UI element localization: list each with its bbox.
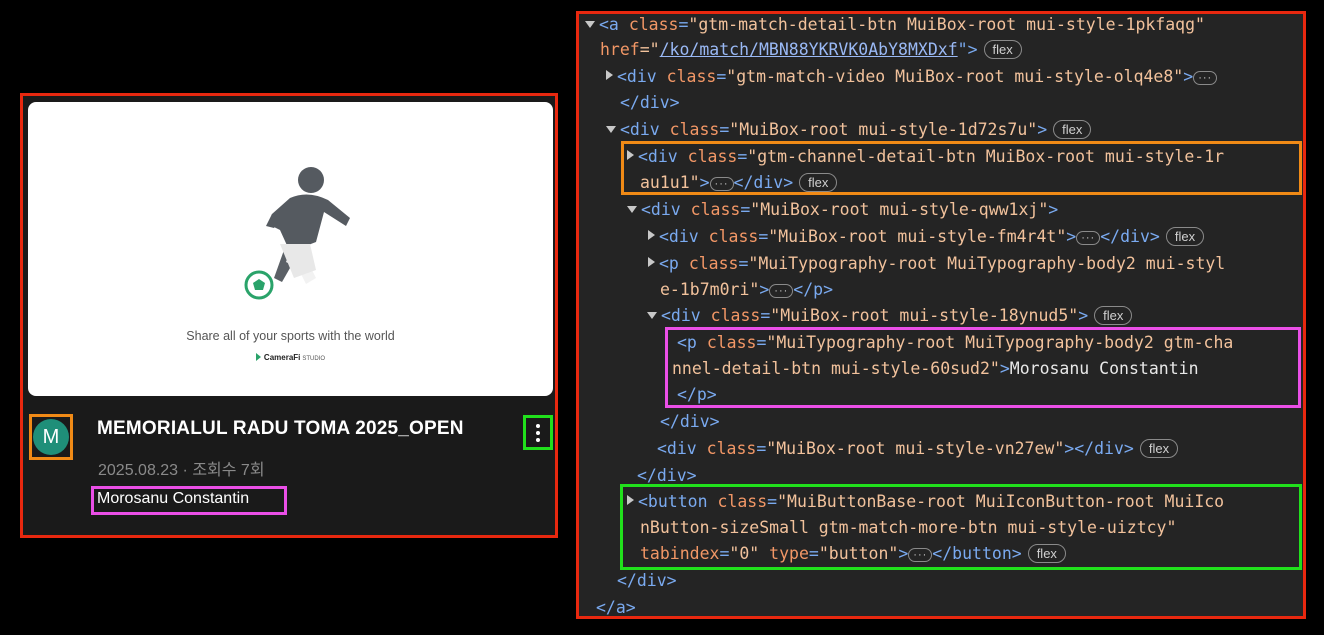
channel-name[interactable]: Morosanu Constantin: [97, 490, 250, 507]
dom-close-div: </div>: [660, 412, 720, 431]
camerafi-logo-icon: [255, 353, 261, 361]
ellipsis-badge[interactable]: ···: [1193, 71, 1218, 85]
dom-node-channel-detail[interactable]: <div class="gtm-channel-detail-btn MuiBo…: [627, 147, 1224, 167]
channel-avatar[interactable]: M: [33, 419, 69, 455]
soccer-player-illustration: [244, 167, 350, 300]
dom-node-channel-detail-cont: au1u1">···</div>flex: [640, 173, 838, 193]
more-vertical-icon: [536, 437, 540, 442]
card-highlight: [20, 93, 558, 538]
dom-node-more-button-cont: nButton-sizeSmall gtm-match-more-btn mui…: [640, 518, 1177, 537]
expand-triangle-icon[interactable]: [648, 257, 655, 267]
dom-node-box-18ynud5[interactable]: <div class="MuiBox-root mui-style-18ynud…: [647, 306, 1133, 326]
collapse-triangle-icon[interactable]: [647, 312, 657, 319]
more-options-button[interactable]: [526, 418, 550, 447]
ellipsis-badge[interactable]: ···: [1076, 231, 1101, 245]
flex-badge[interactable]: flex: [1094, 306, 1133, 325]
dom-node-more-button-attrs: tabindex="0" type="button">···</button>f…: [640, 544, 1066, 564]
match-meta: 2025.08.23 · 조회수 7회: [98, 456, 265, 480]
href-link[interactable]: /ko/match/MBN88YKRVK0AbY8MXDxf: [659, 40, 958, 59]
channel-name-node-highlight: [665, 327, 1301, 408]
flex-badge[interactable]: flex: [1139, 439, 1179, 458]
match-thumbnail[interactable]: Share all of your sports with the world …: [28, 102, 553, 396]
dom-node-match-video[interactable]: <div class="gtm-match-video MuiBox-root …: [606, 67, 1218, 87]
channel-avatar-highlight: [29, 414, 73, 460]
dom-node-channel-name-cont: nnel-detail-btn mui-style-60sud2">Morosa…: [672, 359, 1199, 378]
dom-node-channel-name-p[interactable]: <p class="MuiTypography-root MuiTypograp…: [677, 333, 1234, 352]
flex-badge[interactable]: flex: [1027, 544, 1066, 563]
ellipsis-badge[interactable]: ···: [769, 284, 794, 298]
match-title[interactable]: MEMORIALUL RADU TOMA 2025_OPEN: [97, 418, 464, 439]
devtools-elements-panel: <a class="gtm-match-detail-btn MuiBox-ro…: [576, 11, 1306, 619]
dom-node-a[interactable]: <a class="gtm-match-detail-btn MuiBox-ro…: [585, 15, 1205, 35]
more-button-node-highlight: [620, 484, 1302, 570]
dom-node-box-fm4r4t[interactable]: <div class="MuiBox-root mui-style-fm4r4t…: [648, 227, 1205, 247]
flex-badge[interactable]: flex: [799, 173, 838, 192]
dom-attr-href[interactable]: href="/ko/match/MBN88YKRVK0AbY8MXDxf">fl…: [600, 40, 1022, 60]
thumbnail-tagline: Share all of your sports with the world: [186, 329, 395, 343]
dom-close-div: </div>: [617, 571, 677, 590]
dom-node-box-vn27ew[interactable]: <div class="MuiBox-root mui-style-vn27ew…: [657, 439, 1179, 459]
view-count: 조회수 7회: [192, 462, 265, 479]
brand-suffix: STUDIO: [302, 356, 326, 362]
dom-node-typography-cont: e-1b7m0ri">···</p>: [660, 280, 834, 299]
dom-close-div: </div>: [620, 93, 680, 112]
more-vertical-icon: [536, 430, 540, 435]
expand-triangle-icon[interactable]: [627, 150, 634, 160]
dom-close-p: </p>: [677, 385, 717, 404]
flex-badge[interactable]: flex: [983, 40, 1022, 59]
ellipsis-badge[interactable]: ···: [709, 177, 734, 191]
expand-triangle-icon[interactable]: [606, 70, 613, 80]
meta-separator: ·: [182, 462, 188, 479]
collapse-triangle-icon[interactable]: [585, 21, 595, 28]
more-button-highlight: [523, 415, 553, 450]
dom-text-channel-name[interactable]: Morosanu Constantin: [1009, 359, 1199, 378]
channel-detail-node-highlight: [621, 141, 1302, 195]
dom-close-div: </div>: [637, 466, 697, 485]
match-date: 2025.08.23: [98, 462, 179, 479]
dom-node-box-qww1xj[interactable]: <div class="MuiBox-root mui-style-qww1xj…: [627, 200, 1058, 220]
expand-triangle-icon[interactable]: [648, 230, 655, 240]
collapse-triangle-icon[interactable]: [627, 206, 637, 213]
brand-name: CameraFi: [263, 353, 301, 362]
flex-badge[interactable]: flex: [1053, 120, 1092, 139]
expand-triangle-icon[interactable]: [627, 495, 634, 505]
more-vertical-icon: [536, 423, 540, 428]
dom-close-a: </a>: [596, 598, 636, 617]
ellipsis-badge[interactable]: ···: [908, 548, 933, 562]
dom-node-box-1d72s7u[interactable]: <div class="MuiBox-root mui-style-1d72s7…: [606, 120, 1092, 140]
dom-node-more-button[interactable]: <button class="MuiButtonBase-root MuiIco…: [627, 492, 1224, 512]
collapse-triangle-icon[interactable]: [606, 126, 616, 133]
channel-name-highlight: [91, 486, 287, 515]
flex-badge[interactable]: flex: [1165, 227, 1205, 246]
dom-node-typography-1b7m0ri[interactable]: <p class="MuiTypography-root MuiTypograp…: [648, 254, 1225, 274]
